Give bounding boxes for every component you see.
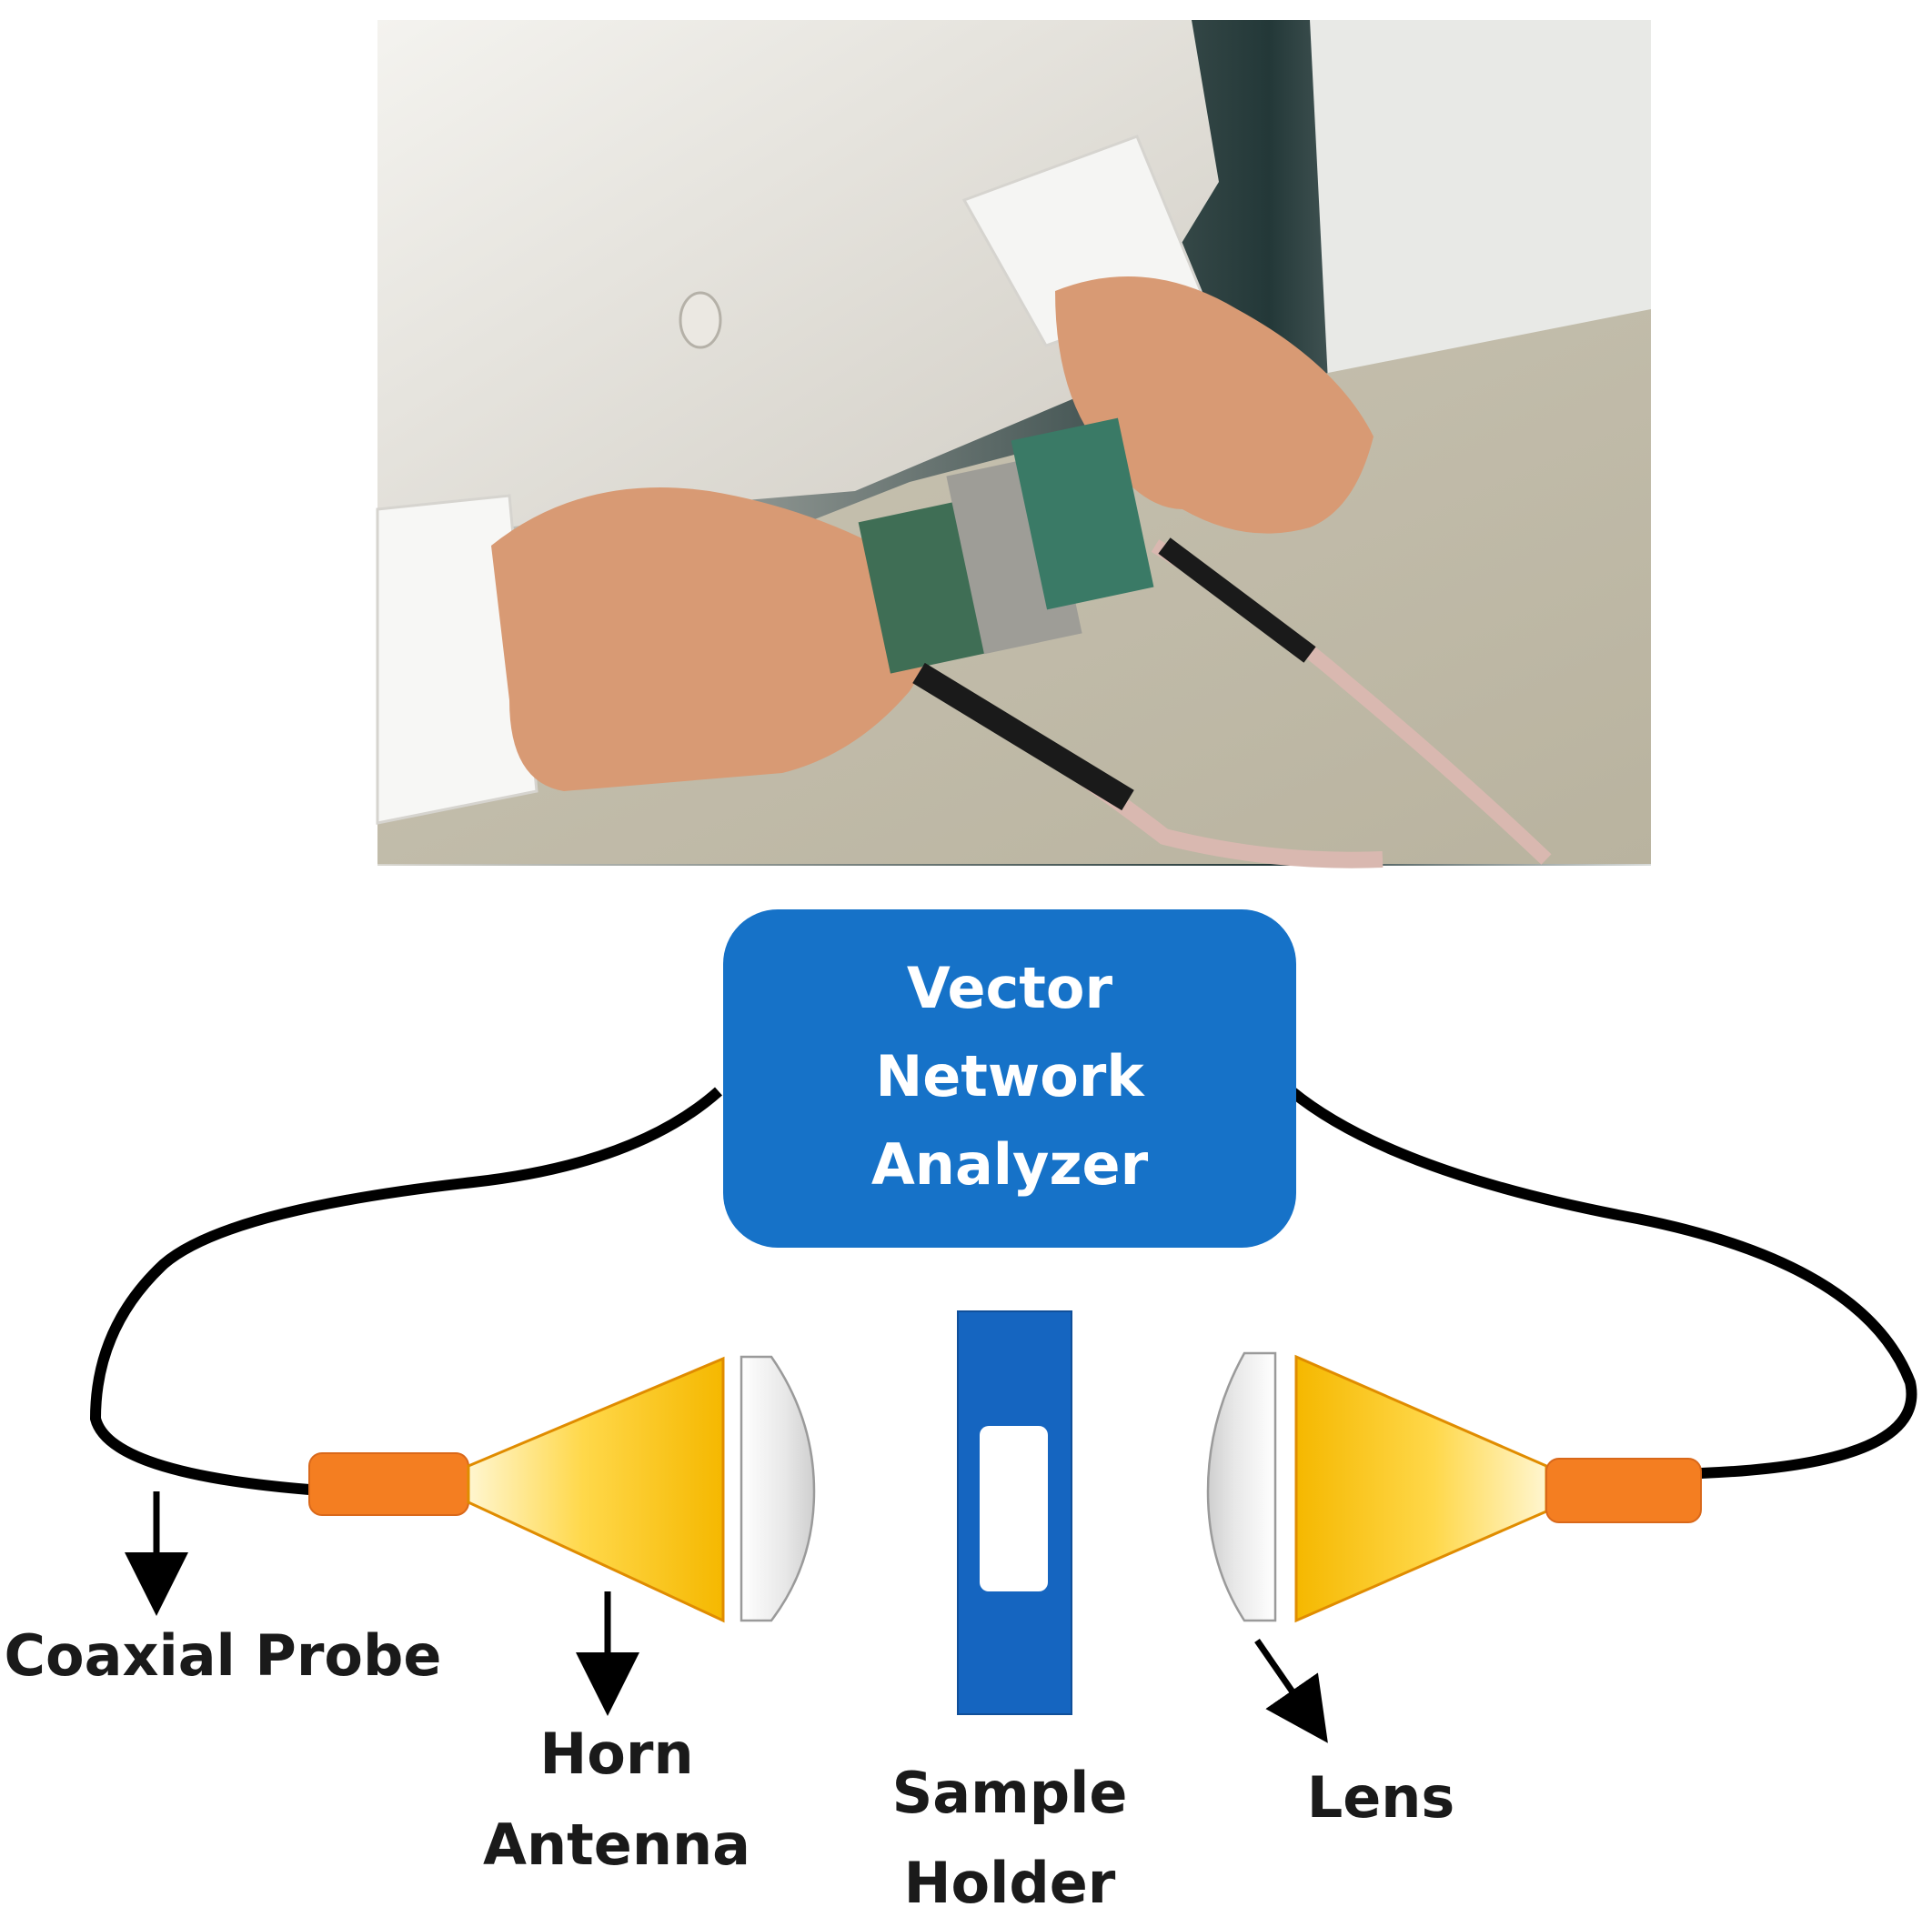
right-cable xyxy=(1288,1087,1917,1479)
vector-network-analyzer: Vector Network Analyzer xyxy=(723,909,1296,1248)
analyzer-label-line-1: Vector xyxy=(907,955,1113,1021)
coaxial-probe-right xyxy=(1545,1458,1702,1523)
label-horn-antenna-line-2: Antenna xyxy=(483,1812,750,1878)
label-sample-holder-line-2: Holder xyxy=(904,1850,1116,1916)
lab-setup-photo xyxy=(376,20,1651,868)
horn-antenna-right xyxy=(1294,1354,1548,1623)
arrow-lens xyxy=(1254,1639,1328,1743)
sample-holder xyxy=(957,1310,1072,1715)
horn-antenna-left xyxy=(467,1356,725,1623)
analyzer-label-line-2: Network xyxy=(875,1043,1145,1109)
label-lens: Lens xyxy=(1307,1764,1455,1831)
lens-right xyxy=(1206,1351,1277,1622)
sample-holder-window xyxy=(980,1426,1048,1591)
label-coaxial-probe: Coaxial Probe xyxy=(5,1622,442,1689)
label-sample-holder-line-1: Sample xyxy=(892,1760,1128,1826)
lens-left xyxy=(740,1355,816,1622)
label-horn-antenna-line-1: Horn xyxy=(539,1721,693,1787)
coaxial-probe-left xyxy=(308,1452,469,1516)
analyzer-label-line-3: Analyzer xyxy=(871,1131,1149,1198)
left-cable xyxy=(89,1087,722,1495)
